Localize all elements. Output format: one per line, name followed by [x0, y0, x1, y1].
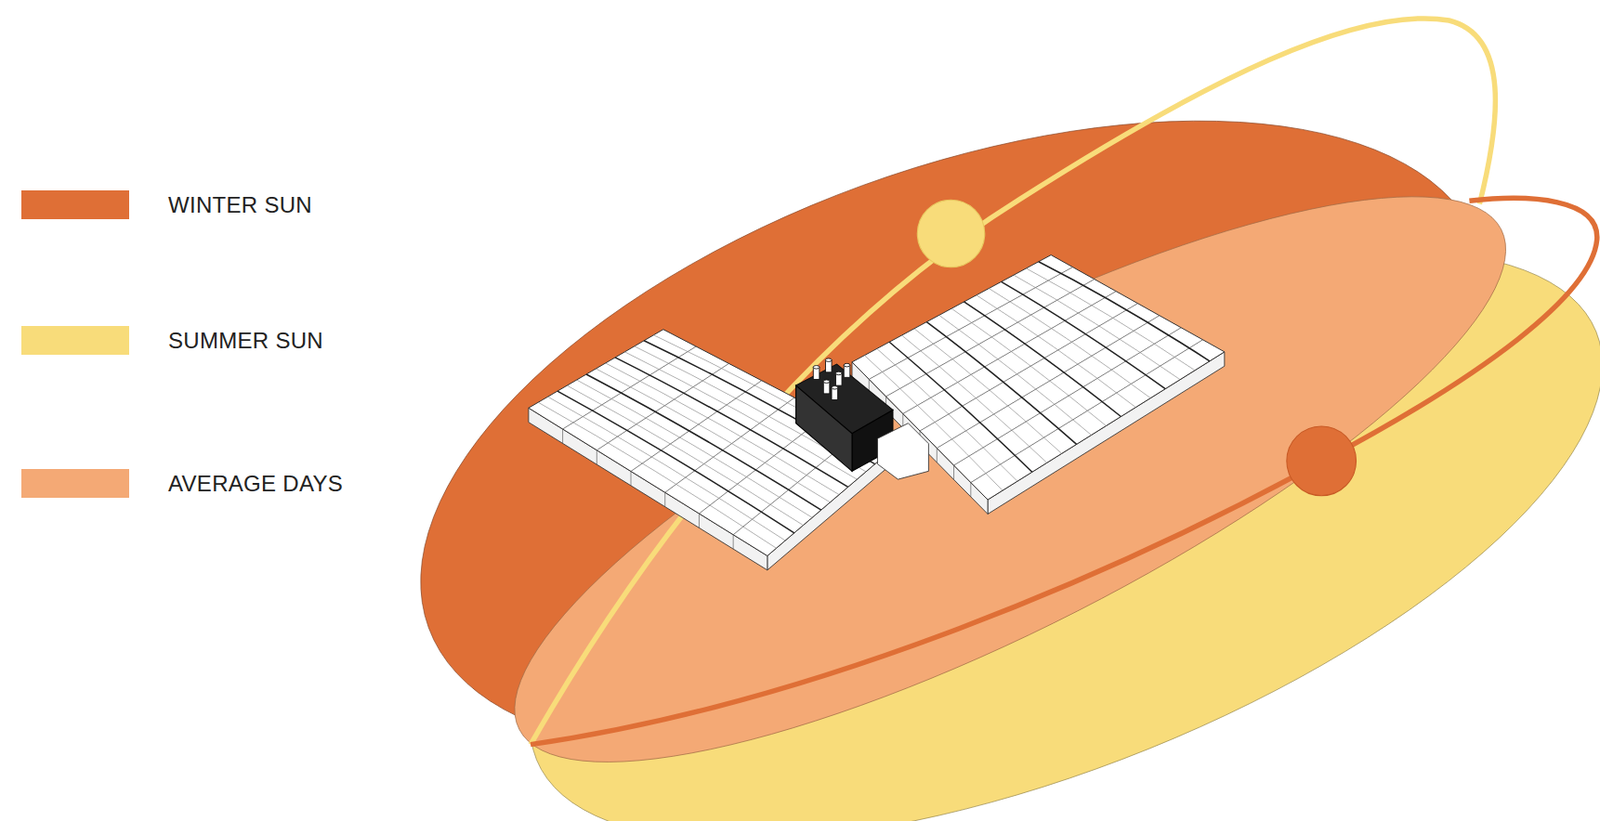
- west-wing-wall-line: [733, 535, 735, 550]
- west-wing-wall-line: [698, 513, 700, 528]
- west-wing-roof: [528, 329, 893, 557]
- legend-swatch: [21, 190, 130, 220]
- east-wing-bay-line: [886, 279, 1095, 397]
- east-wing-roof-rib: [963, 301, 1121, 418]
- east-wing-bay-line: [970, 340, 1204, 484]
- east-wing-roof-rib: [951, 308, 1106, 426]
- legend-swatch: [21, 469, 130, 499]
- east-wing-roof-rib: [1025, 268, 1195, 371]
- west-wing-wall-line: [630, 471, 632, 486]
- rooftop-tank-top: [813, 366, 820, 370]
- legend-label: SUMMER SUN: [168, 327, 324, 355]
- legend-label: AVERAGE DAYS: [168, 470, 343, 499]
- east-wing-roof: [852, 255, 1225, 501]
- west-wing-wall-line: [562, 429, 564, 444]
- east-wing-bay-line: [919, 303, 1138, 432]
- building-model: [528, 255, 1225, 571]
- east-wing-roof-rib: [1038, 262, 1210, 362]
- rooftop-tank-top: [825, 358, 832, 363]
- west-wing-roof-rib: [586, 374, 822, 511]
- legend-swatch: [21, 326, 130, 355]
- rooftop-tank-top: [835, 371, 842, 376]
- east-wing-wall-line: [970, 483, 971, 498]
- west-wing-bay-line: [665, 397, 795, 493]
- east-wing-bay-line: [903, 291, 1116, 415]
- west-wing-roof-rib: [566, 385, 803, 525]
- east-wing-roof-rib: [877, 348, 1018, 482]
- rooftop-tank-top: [843, 363, 851, 368]
- east-wing-bay-line: [868, 267, 1073, 381]
- west-wing-roof-rib: [595, 368, 830, 503]
- east-wing-roof-rib: [926, 322, 1076, 446]
- west-wing-roof-rib: [557, 391, 795, 534]
- winter-sun: [1286, 426, 1357, 497]
- east-wing-wall-line: [953, 465, 955, 480]
- legend-label: WINTER SUN: [168, 191, 313, 220]
- central-block-front: [796, 385, 853, 472]
- west-wing-wall-line: [664, 492, 666, 507]
- east-wing-bay-line: [936, 315, 1160, 449]
- west-wing-roof-rib: [624, 352, 857, 480]
- summer-sun: [917, 199, 984, 267]
- rooftop-tank-top: [831, 386, 839, 391]
- east-wing-bay-line: [954, 327, 1182, 466]
- west-wing-wall-line: [596, 450, 598, 465]
- east-wing-wall-line: [936, 447, 938, 462]
- east-wing-roof-rib: [914, 328, 1063, 455]
- rooftop-tank-top: [823, 380, 830, 384]
- annex-block: [877, 423, 929, 480]
- west-wing-roof-rib: [577, 380, 813, 518]
